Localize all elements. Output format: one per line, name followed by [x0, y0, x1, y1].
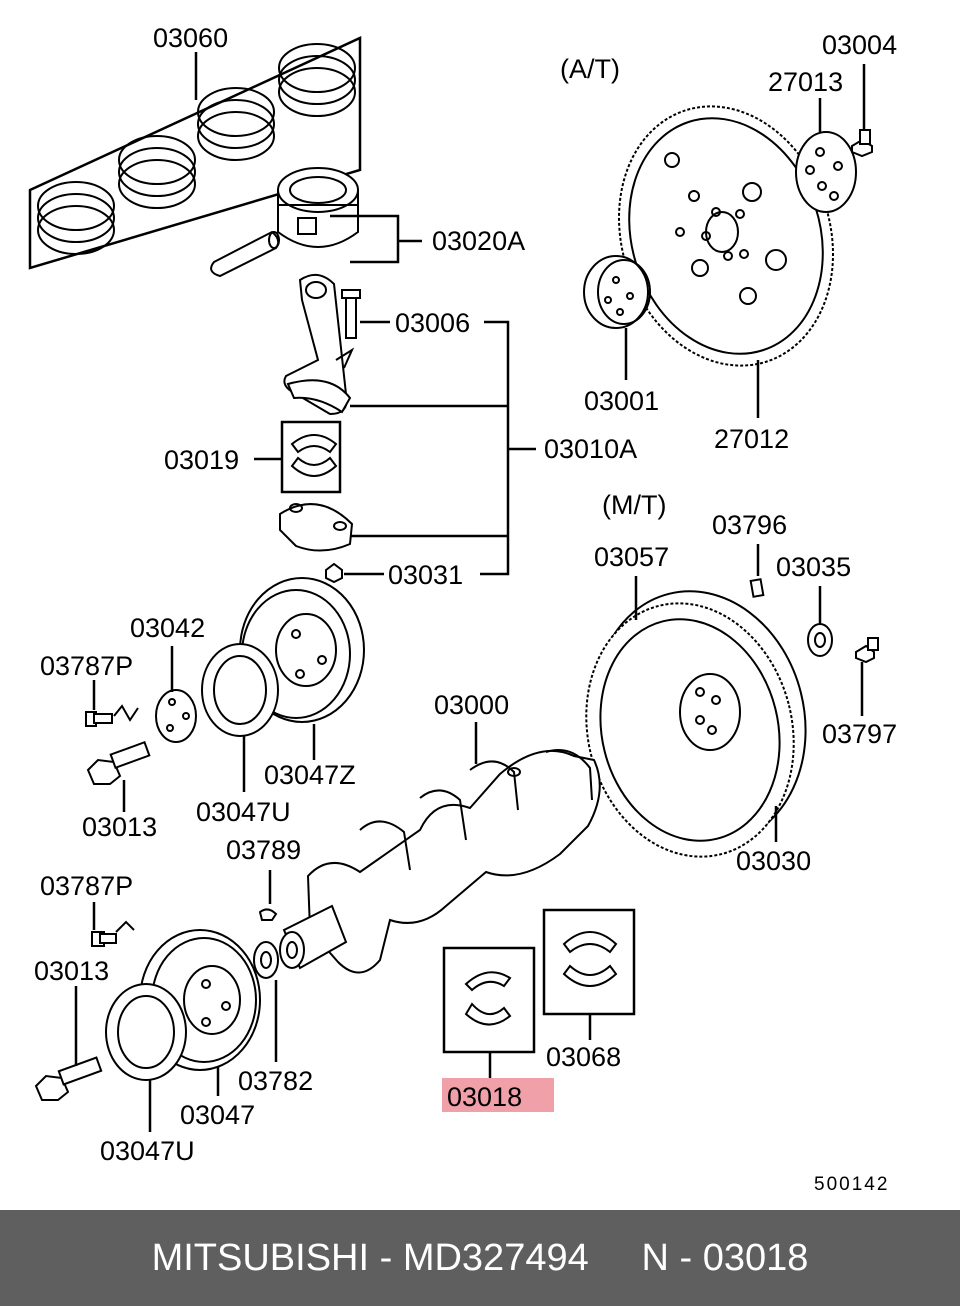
label-03047U-upper: 03047U [196, 797, 291, 827]
damper-upper-drawing [201, 643, 279, 737]
bearing-03068-drawing [542, 908, 636, 1016]
label-27013: 27013 [768, 67, 843, 97]
plate-03042-drawing [155, 689, 197, 743]
pin-03796-drawing [749, 578, 765, 598]
label-03030: 03030 [736, 846, 811, 876]
label-03047U-lower: 03047U [100, 1136, 195, 1166]
bearing-03018-drawing [442, 946, 536, 1054]
crankshaft-drawing [279, 749, 601, 974]
label-03010A: 03010A [544, 434, 637, 464]
piston-drawing [210, 167, 359, 278]
highlight-03018 [442, 1078, 554, 1112]
label-03068: 03068 [546, 1042, 621, 1072]
footer-text: MITSUBISHI - MD327494 N - 03018 [151, 1236, 809, 1279]
label-03060: 03060 [153, 23, 228, 53]
leader-lines [74, 52, 866, 1132]
parts-diagram: 03060 03020A 03006 03019 03010A 03031 03… [28, 23, 897, 1195]
label-03004: 03004 [822, 30, 897, 60]
label-03019: 03019 [164, 445, 239, 475]
label-mt: (M/T) [602, 490, 666, 520]
bearing-03035-drawing [807, 623, 833, 657]
damper-lower-drawing [105, 983, 187, 1081]
label-03057: 03057 [594, 542, 669, 572]
bolt-03787P-upper-drawing [85, 704, 139, 727]
label-03796: 03796 [712, 510, 787, 540]
label-03789: 03789 [226, 835, 301, 865]
bolt-03797-drawing [855, 637, 879, 664]
label-at: (A/T) [560, 54, 620, 84]
label-03001: 03001 [584, 386, 659, 416]
part-labels: 03060 03020A 03006 03019 03010A 03031 03… [34, 23, 897, 1195]
adapter-03001-drawing [583, 255, 651, 329]
label-03042: 03042 [130, 613, 205, 643]
label-03787P-lower: 03787P [40, 871, 133, 901]
key-03789-drawing [258, 908, 278, 921]
drive-plate-drawing [618, 105, 834, 367]
bolt-03004-drawing [851, 129, 873, 158]
label-27012: 27012 [714, 424, 789, 454]
label-03787P-upper: 03787P [40, 651, 133, 681]
label-03782: 03782 [238, 1066, 313, 1096]
rod-cap-drawing [279, 503, 354, 552]
flywheel-drawing [585, 590, 807, 858]
label-03047Z: 03047Z [264, 760, 356, 790]
washer-03782-drawing [253, 941, 279, 979]
label-03018: 03018 [447, 1082, 522, 1112]
diagram-code: 500142 [814, 1174, 889, 1195]
label-03020A: 03020A [432, 226, 525, 256]
piston-ring-set-drawing [28, 36, 362, 270]
bearing-03019-drawing [280, 420, 342, 494]
bolt-03787P-lower-drawing [91, 920, 135, 947]
label-03797: 03797 [822, 719, 897, 749]
label-03013-upper: 03013 [82, 812, 157, 842]
footer-bar: MITSUBISHI - MD327494 N - 03018 [0, 1210, 960, 1306]
label-03000: 03000 [434, 690, 509, 720]
label-03013-lower: 03013 [34, 956, 109, 986]
label-03031: 03031 [388, 560, 463, 590]
label-03006: 03006 [395, 308, 470, 338]
bolt-03013-lower-drawing [34, 1056, 103, 1101]
nut-03031-drawing [325, 562, 343, 584]
plate-27013-drawing [795, 131, 857, 213]
label-03035: 03035 [776, 552, 851, 582]
bolt-03013-upper-drawing [86, 740, 151, 785]
label-03047: 03047 [180, 1100, 255, 1130]
connecting-rod-drawing [283, 273, 361, 416]
